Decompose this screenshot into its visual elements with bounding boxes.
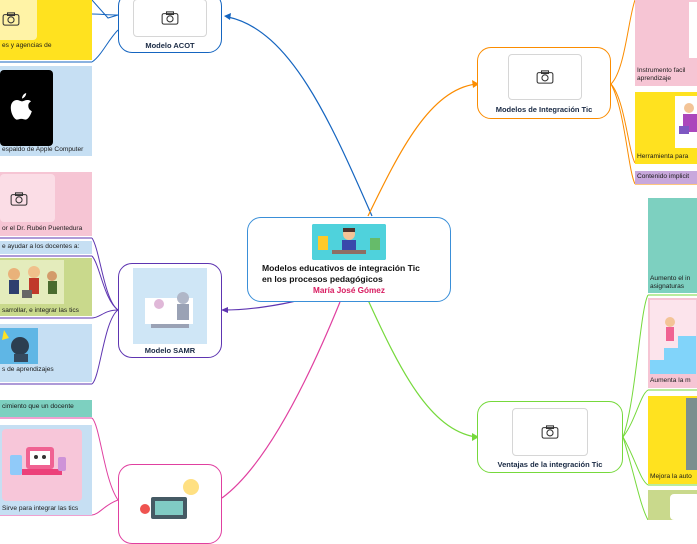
card-caption: Aumenta la m [650,377,691,384]
topic-image-placeholder [508,54,582,100]
topic-label: Modelos de Integración Tic [495,105,593,114]
samr-card-puentedura[interactable]: or el Dr. Rubén Puentedura [0,172,92,236]
teacher-illustration [312,224,386,260]
card-caption: or el Dr. Rubén Puentedura [2,225,83,232]
acot-card-apple[interactable]: espaldo de Apple Computer [0,66,92,156]
connector-central-acot [227,16,373,217]
samr-strip-docentes[interactable]: e ayudar a los docentes a: [0,241,92,254]
bottom-strip-docente[interactable]: cimiento que un docente [0,400,92,417]
card-image [675,96,697,148]
samr-card-integrar[interactable]: sarrollar, e integrar las tics [0,258,92,316]
integracion-card-herramienta[interactable]: Herramienta para [635,92,697,164]
topic-label: Modelo SAMR [144,346,196,355]
camera-icon [161,11,179,25]
samr-illustration [133,268,207,344]
stairs-illustration [650,300,696,374]
camera-icon [541,425,559,439]
central-title: Modelos educativos de integración Tic en… [262,263,420,285]
samr-card-aprendizajes[interactable]: s de aprendizajes [0,324,92,382]
acot-card-agencias[interactable]: es y agencias de [0,0,92,60]
topic-bottom-branch[interactable] [118,464,222,544]
connector-central-integracion [367,83,477,217]
ventajas-card-extra[interactable] [648,490,697,520]
card-caption: Instrumento facil aprendizaje [637,67,686,82]
ventajas-card-interes[interactable]: Aumento el in asignaturas [648,198,697,293]
card-caption: es y agencias de [2,42,52,49]
ventajas-card-autonomia[interactable]: Mejora la auto [648,396,697,484]
topic-image-placeholder [512,408,588,456]
central-title-line1: Modelos educativos de integración Tic [262,263,420,273]
camera-icon [10,192,28,206]
central-topic[interactable]: Modelos educativos de integración Tic en… [247,217,451,302]
topic-label: Ventajas de la integración Tic [497,460,603,469]
devices-illustration [2,429,82,501]
central-author: María José Gómez [313,286,385,295]
card-caption: Aumento el in asignaturas [650,275,691,290]
topic-ventajas-integracion[interactable]: Ventajas de la integración Tic [477,401,623,473]
topic-illustration [133,471,207,527]
people-illustration [0,260,64,304]
card-image [0,174,55,222]
card-caption: sarrollar, e integrar las tics [2,307,79,314]
card-image [670,494,697,520]
integracion-card-instrumento[interactable]: Instrumento facil aprendizaje [635,0,697,86]
connector-central-bottom [221,301,341,499]
topic-modelo-samr[interactable]: Modelo SAMR [118,263,222,358]
topic-label: Modelo ACOT [145,41,195,50]
apple-logo-icon [10,93,32,120]
card-image [689,2,697,58]
card-caption: s de aprendizajes [2,366,54,373]
camera-icon [2,12,20,26]
topic-modelo-acot[interactable]: Modelo ACOT [118,0,222,53]
integracion-strip-contenido[interactable]: Contenido implicit [635,171,697,184]
learning-illustration [0,328,38,364]
topic-modelos-integracion[interactable]: Modelos de Integración Tic [477,47,611,119]
card-caption: Mejora la auto [650,473,692,480]
card-caption: Sirve para integrar las tics [2,505,79,512]
bottom-card-integrar-tics[interactable]: Sirve para integrar las tics [0,425,92,515]
apple-logo-image [0,70,53,146]
connector-central-ventajas [367,299,477,438]
camera-icon [536,70,554,84]
card-image [0,0,37,40]
card-caption: espaldo de Apple Computer [2,146,84,153]
central-title-line2: en los procesos pedagógicos [262,274,383,285]
ventajas-card-motivacion[interactable]: Aumenta la m [648,298,697,388]
card-image [686,398,697,470]
card-caption: Herramienta para [637,153,689,160]
topic-image-placeholder [133,0,207,37]
